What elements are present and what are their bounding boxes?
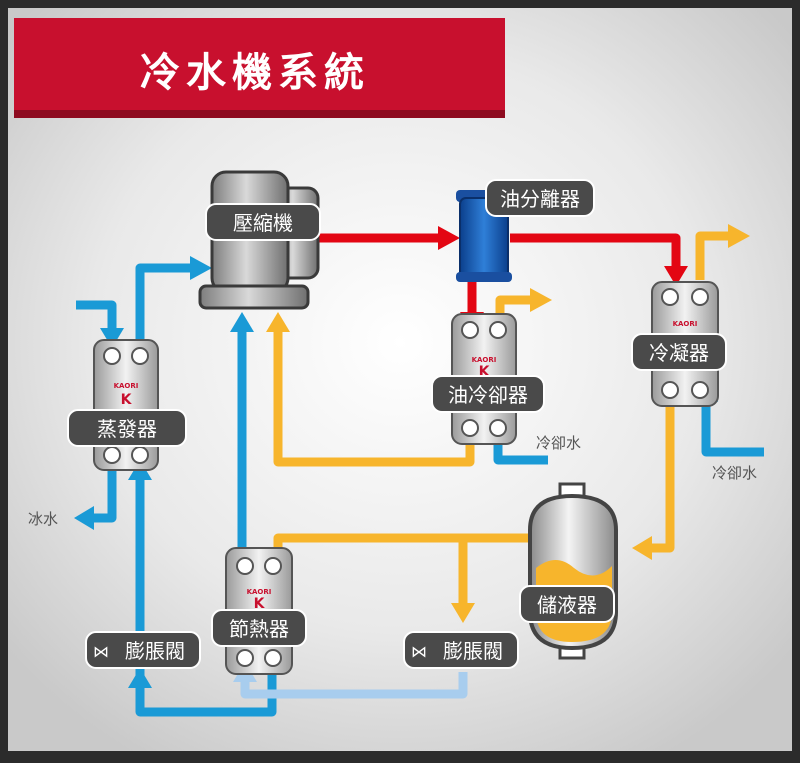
oil-cooler-water-in	[493, 440, 548, 465]
evaporator-feed-line	[135, 478, 277, 717]
oil-cooler-label: 油冷卻器	[448, 383, 528, 407]
oil-separator: 油分離器	[456, 179, 595, 282]
evaporator-logo: K	[121, 392, 133, 408]
chilled-water-in	[76, 300, 117, 330]
oil-cooler: KAORI K 油冷卻器	[431, 313, 545, 445]
compressor-label: 壓縮機	[233, 211, 293, 235]
evaporator-brand: KAORI	[114, 382, 139, 390]
cooling-water-oil-label: 冷卻水	[536, 434, 581, 452]
hot-gas-line-2	[510, 233, 681, 268]
valve-symbol-left: ⋈	[93, 642, 109, 661]
evaporator-label: 蒸發器	[97, 417, 157, 441]
valve-symbol-right: ⋈	[411, 642, 427, 661]
cooling-water-out-cond	[695, 231, 730, 280]
condenser-label: 冷凝器	[649, 341, 709, 365]
suction-line	[135, 263, 192, 350]
expansion-valve-left: ⋈ 膨脹閥	[85, 631, 201, 669]
economizer-label: 節熱器	[229, 617, 289, 641]
condenser-water-in	[701, 400, 764, 457]
evaporator: KAORI K 蒸發器	[67, 339, 187, 471]
compressor: 壓縮機	[198, 170, 321, 310]
flash-line	[240, 672, 468, 699]
oil-separator-label: 油分離器	[500, 187, 580, 211]
expansion-valve-right-label: 膨脹閥	[443, 639, 503, 663]
cooling-water-condenser-label: 冷卻水	[712, 464, 757, 482]
diagram-title: 冷水機系統	[140, 50, 370, 96]
oil-return-line	[273, 330, 475, 467]
receiver: 儲液器	[519, 482, 618, 660]
receiver-label: 儲液器	[537, 593, 597, 617]
economizer: KAORI K 節熱器	[211, 547, 307, 675]
condenser-brand: KAORI	[673, 320, 698, 328]
condenser: KAORI 冷凝器	[631, 281, 727, 407]
expansion-valve-right: ⋈ 膨脹閥	[403, 631, 519, 669]
oil-cooler-brand: KAORI	[472, 356, 497, 364]
expansion-valve-left-label: 膨脹閥	[125, 639, 185, 663]
chilled-water-label: 冰水	[28, 510, 58, 528]
liquid-line-cond-receiver	[648, 390, 675, 553]
title-banner: 冷水機系統	[14, 18, 505, 118]
economizer-brand: KAORI	[247, 588, 272, 596]
chilled-water-out	[92, 468, 117, 523]
economizer-logo: K	[254, 596, 266, 612]
